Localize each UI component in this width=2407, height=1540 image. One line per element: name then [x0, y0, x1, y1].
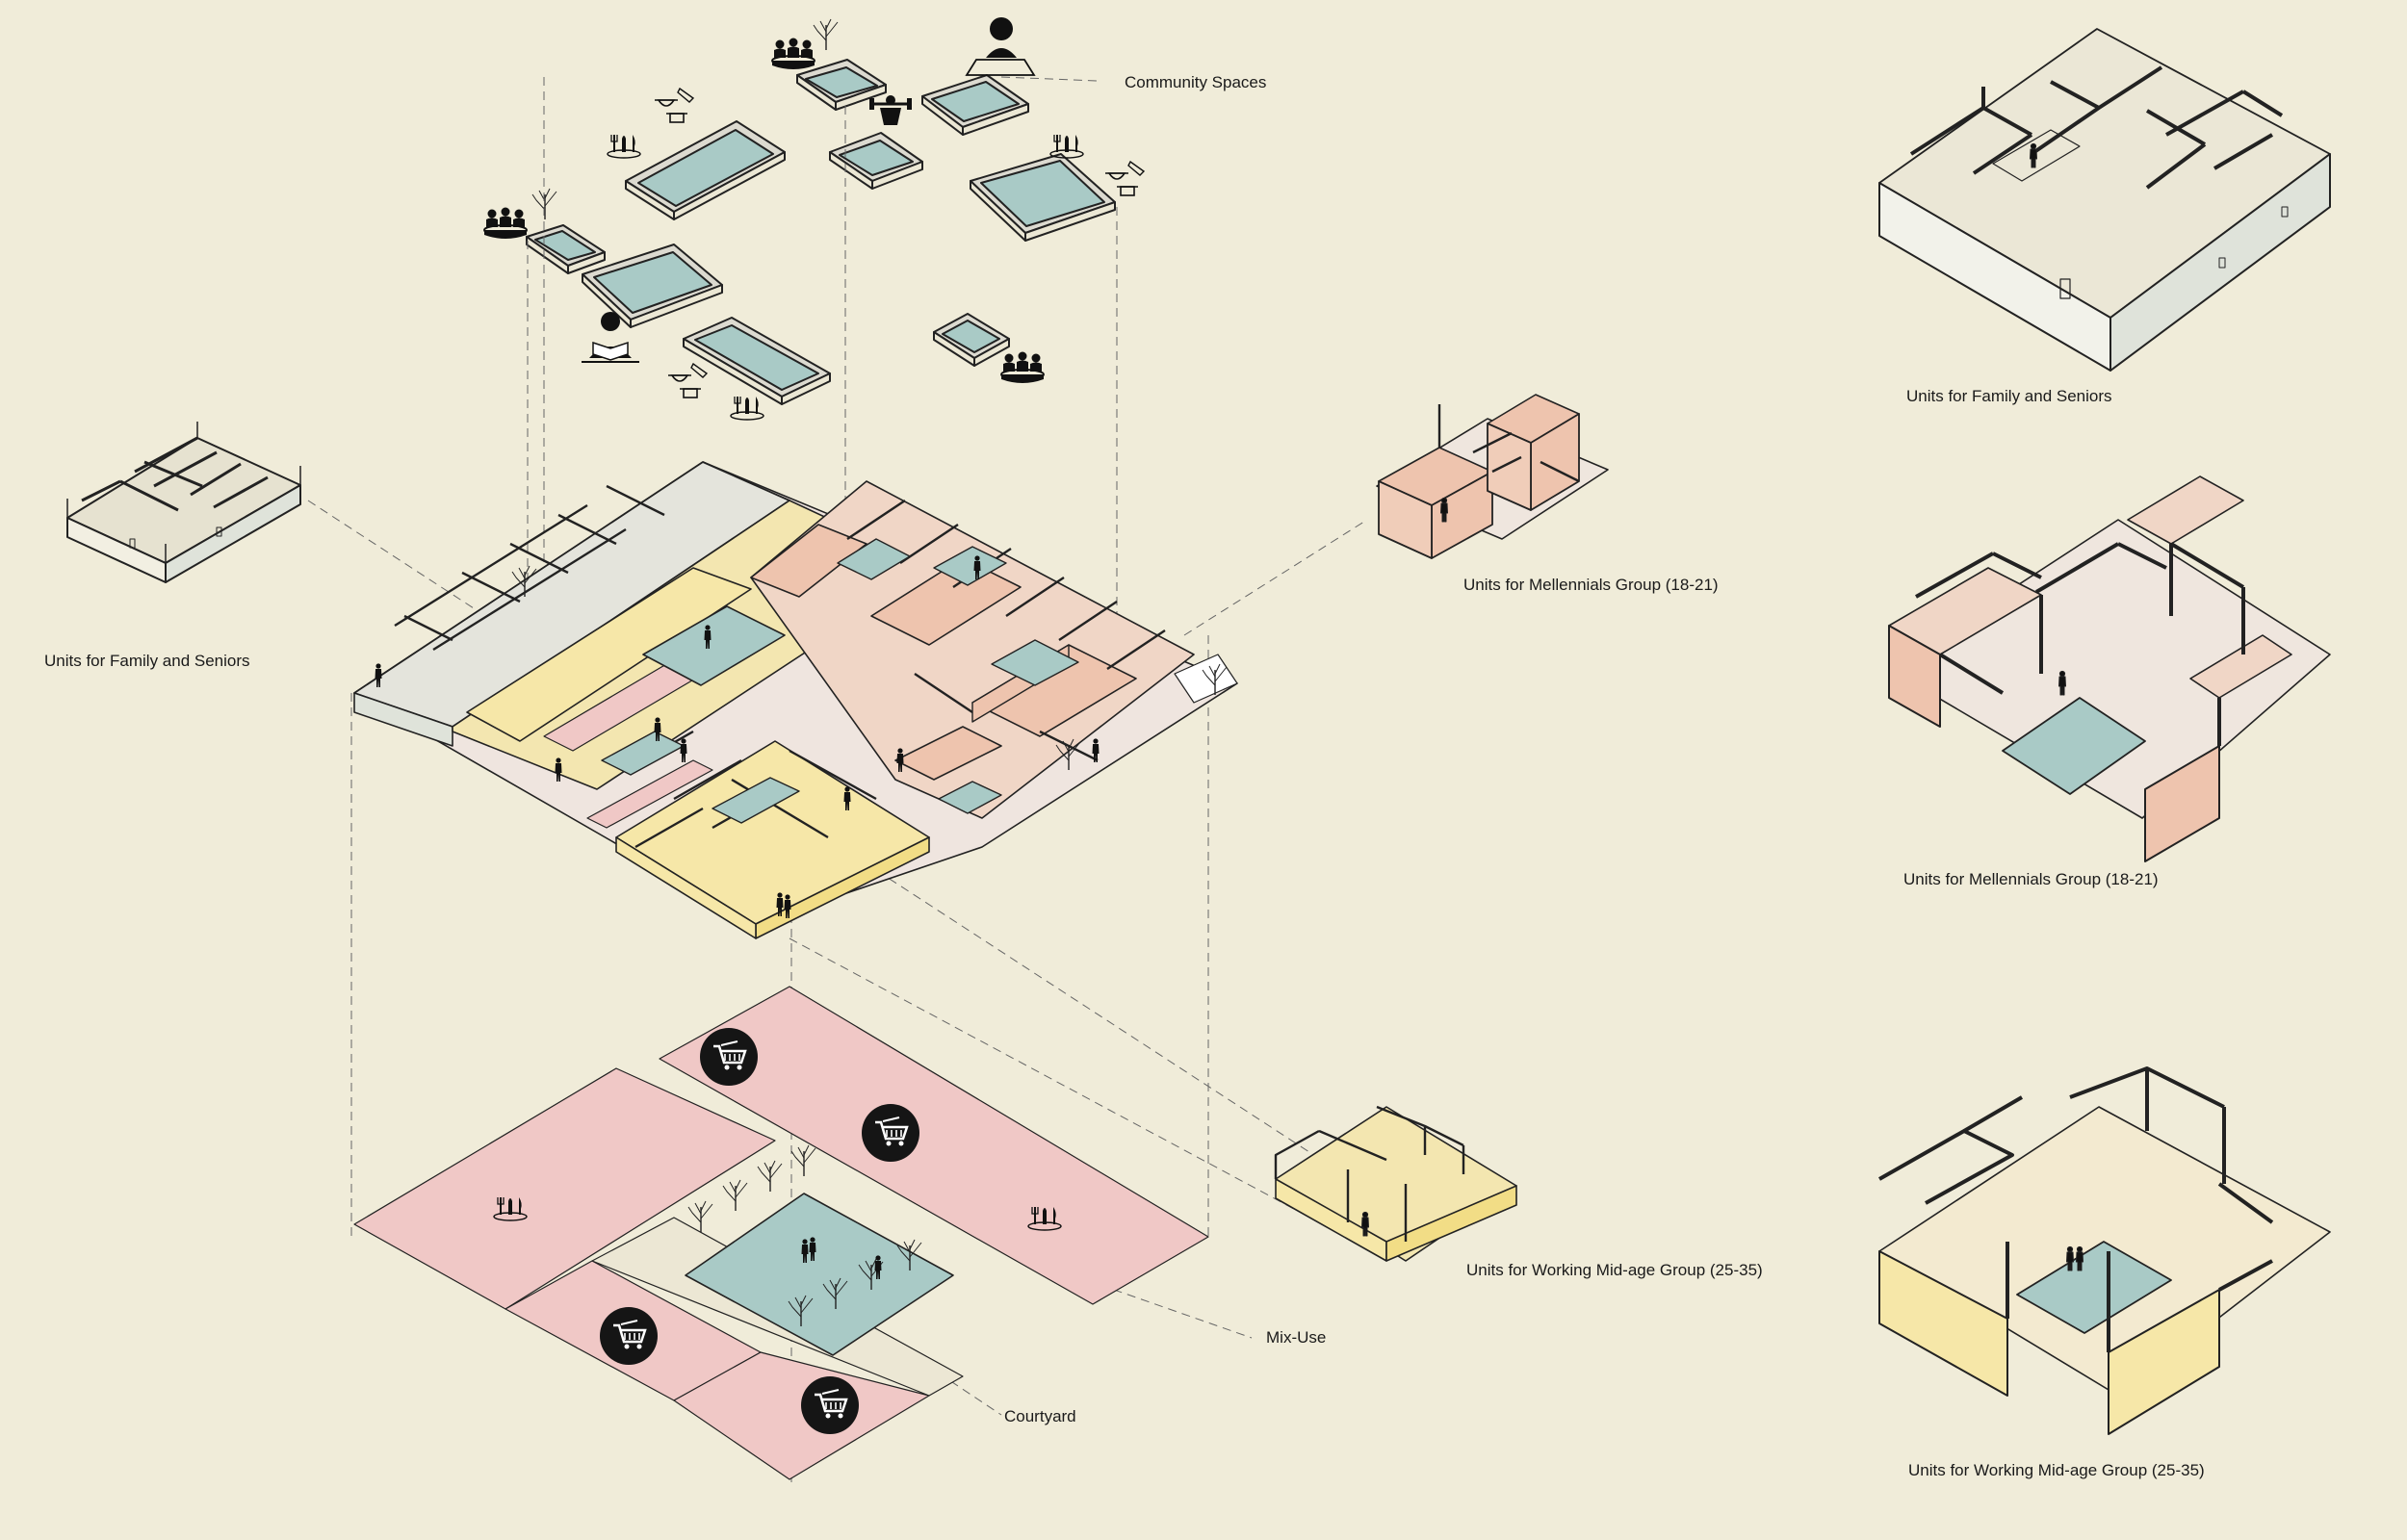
millennials-unit-mid: [1376, 394, 1609, 559]
cooking-icon: [654, 88, 694, 123]
family-seniors-label-left: Units for Family and Seniors: [44, 652, 250, 670]
community-tray: [970, 153, 1116, 242]
community-tray: [829, 132, 923, 190]
reading-icon: [582, 312, 639, 363]
central-housing-complex: [353, 461, 1238, 939]
tree-icon: [813, 18, 839, 51]
person-silhouette-icon: [2066, 1245, 2074, 1271]
community-tray: [796, 59, 887, 111]
person-silhouette-icon: [2076, 1245, 2083, 1271]
mix-use-layer: [353, 986, 1209, 1480]
fitness-icon: [869, 95, 912, 125]
person-silhouette-icon: [1440, 497, 1448, 523]
community-tray: [526, 224, 606, 274]
dining-icon: [1049, 134, 1084, 159]
group-table-icon: [483, 206, 528, 240]
courtyard-label: Courtyard: [1004, 1407, 1076, 1425]
community-tray: [625, 120, 786, 220]
family-seniors-unit-small: [66, 422, 301, 583]
community-tray: [582, 244, 723, 328]
cooking-icon: [667, 363, 708, 398]
group-table-icon: [1000, 350, 1045, 384]
working-unit-mid: [1274, 1105, 1517, 1262]
community-icons: [483, 17, 1145, 421]
dining-icon: [730, 396, 764, 421]
family-seniors-unit-large: [1878, 28, 2331, 372]
shopping-cart-icon: [598, 1305, 660, 1367]
person-silhouette-icon: [2030, 142, 2037, 168]
dining-icon: [607, 134, 641, 159]
shopping-cart-icon: [799, 1374, 861, 1436]
group-table-icon: [771, 37, 815, 70]
working-label-right: Units for Working Mid-age Group (25-35): [1908, 1461, 2205, 1479]
working-unit-large: [1878, 1066, 2331, 1435]
cooking-icon: [1104, 161, 1145, 196]
mix-use-label: Mix-Use: [1266, 1328, 1327, 1347]
community-tray: [933, 313, 1010, 367]
community-spaces-label: Community Spaces: [1125, 73, 1267, 91]
person-silhouette-icon: [2058, 670, 2066, 696]
shopping-cart-icon: [698, 1026, 760, 1088]
millennials-label-mid: Units for Mellennials Group (18-21): [1463, 576, 1719, 594]
person-silhouette-icon: [1361, 1211, 1369, 1237]
working-label-mid: Units for Working Mid-age Group (25-35): [1466, 1261, 1763, 1279]
millennials-unit-large: [1888, 475, 2331, 862]
gardening-icon: [965, 17, 1036, 76]
community-tray: [683, 317, 831, 405]
millennials-label-right: Units for Mellennials Group (18-21): [1903, 870, 2159, 888]
shopping-cart-icon: [860, 1102, 921, 1164]
community-spaces-layer: [526, 59, 1116, 405]
family-seniors-label-right: Units for Family and Seniors: [1906, 387, 2112, 405]
community-tray: [921, 74, 1029, 136]
